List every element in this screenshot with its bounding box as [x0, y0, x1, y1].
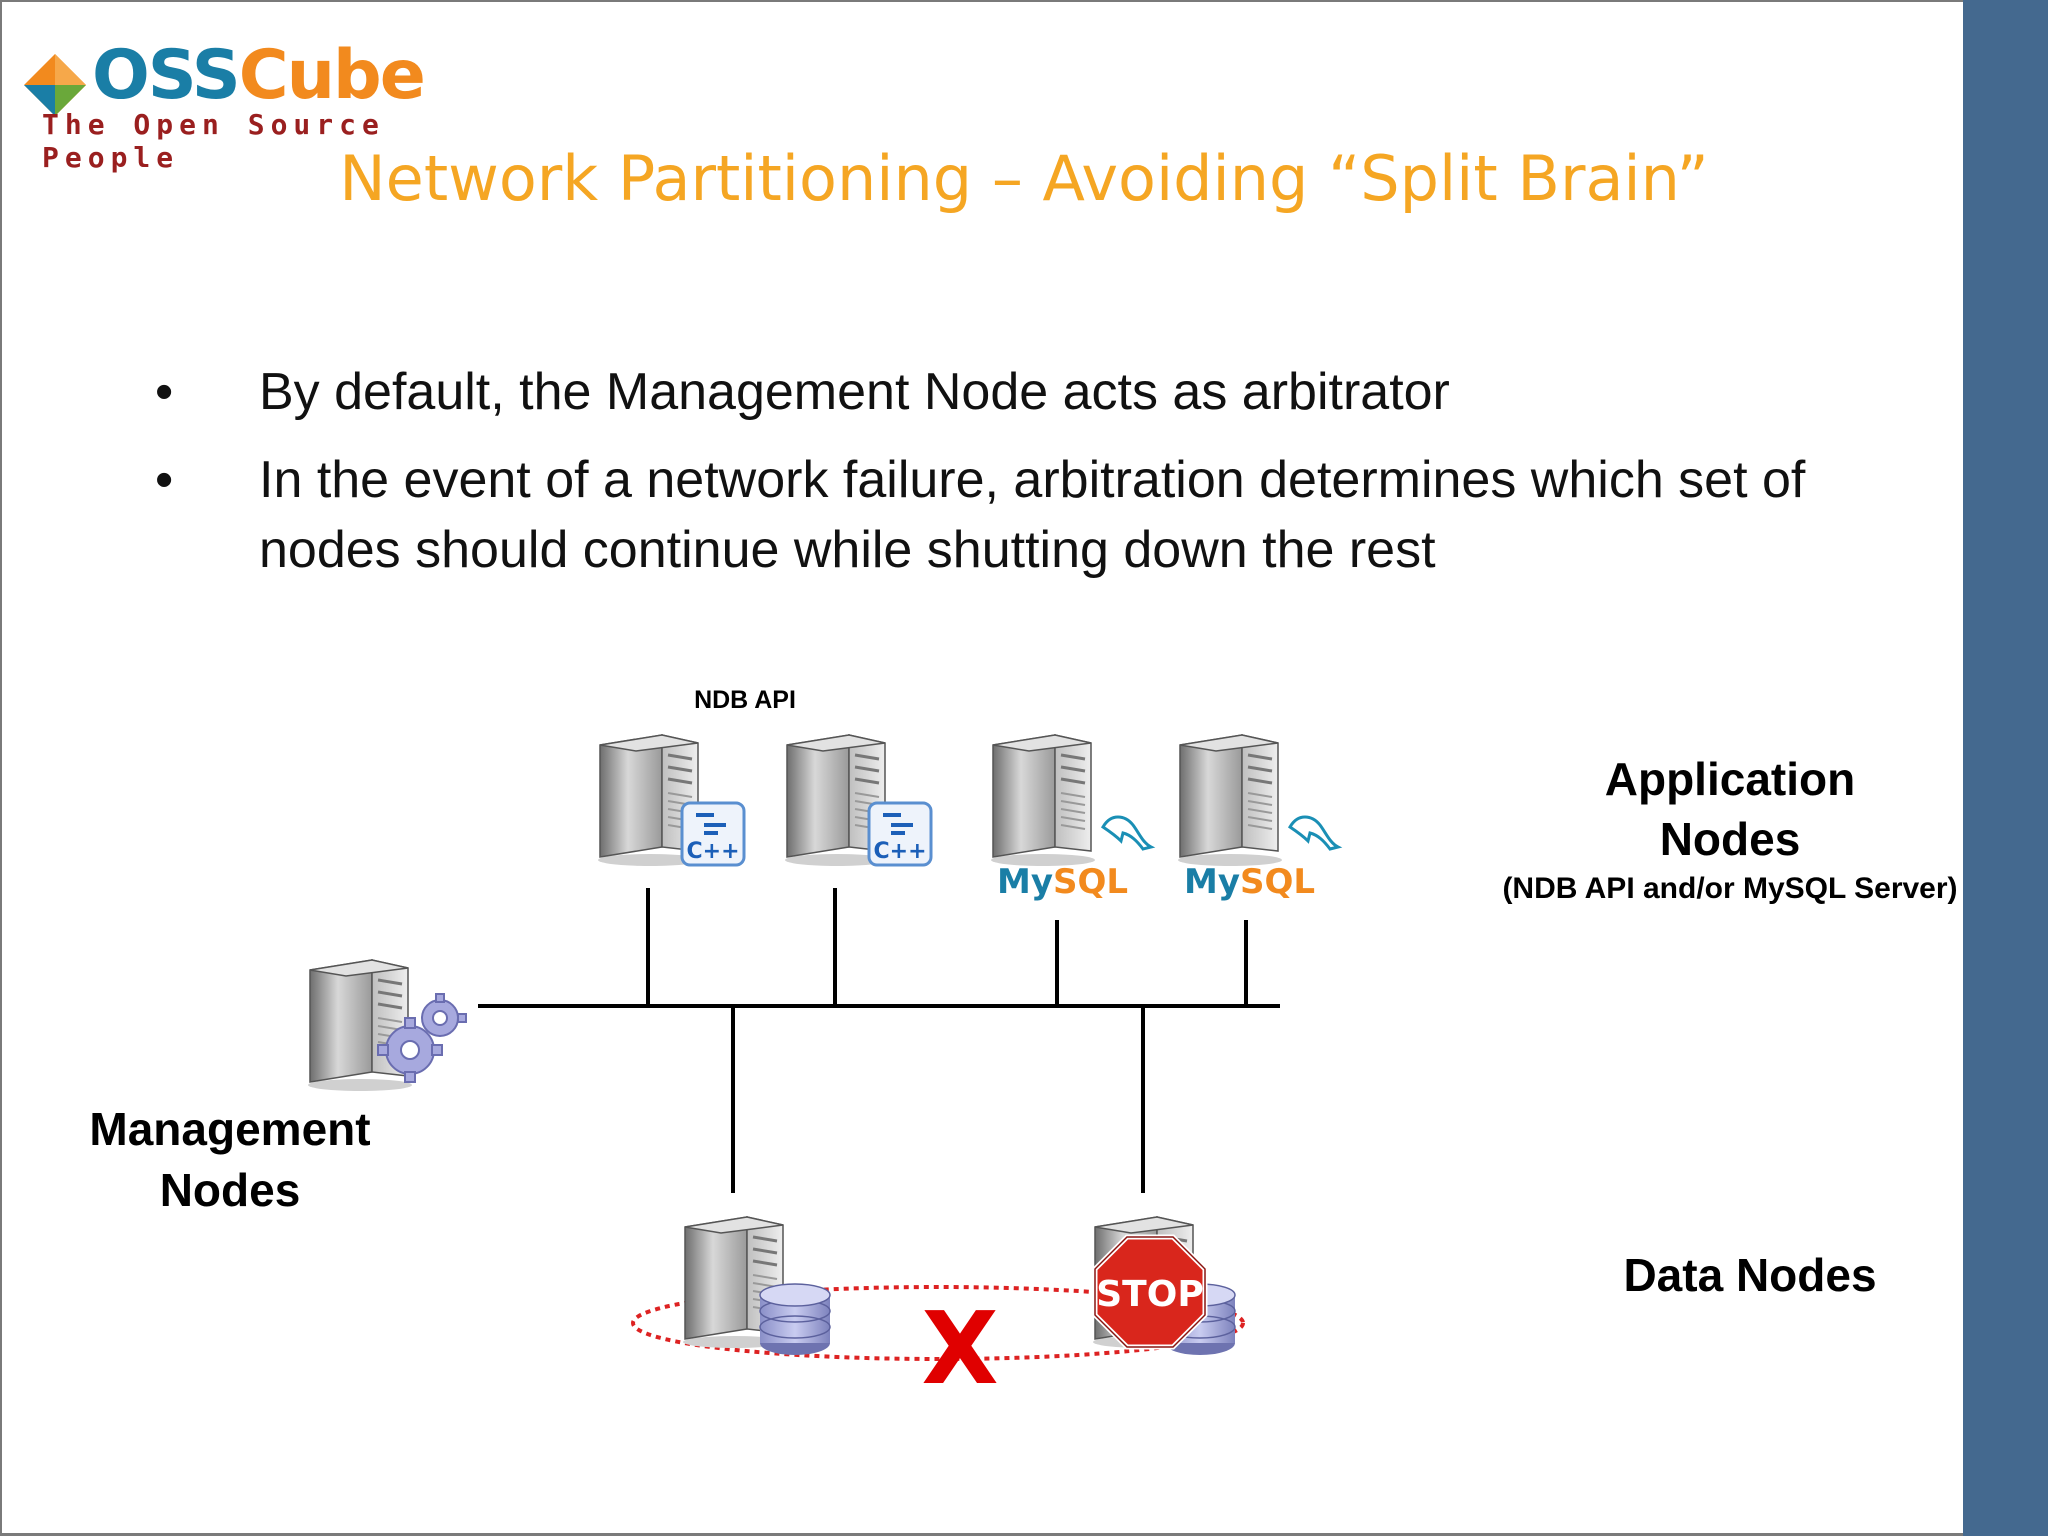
mysql-dolphin-icon [1288, 815, 1343, 851]
logo-wordmark: OSSCube [92, 36, 426, 115]
database-icon [759, 1283, 831, 1356]
management-node [306, 958, 467, 1093]
stop-sign-text: STOP [1096, 1274, 1203, 1315]
logo-tagline: The Open Source People [42, 108, 385, 174]
data-node [681, 1215, 831, 1356]
bullet-marker: • [155, 451, 174, 509]
svg-text:C++: C++ [686, 839, 739, 864]
svg-text:C++: C++ [873, 839, 926, 864]
data-node-ring [631, 1285, 1245, 1361]
app-node-mysql: MySQL [1176, 733, 1343, 902]
cpp-badge-icon: C++ [680, 801, 746, 867]
frame-border [0, 1533, 1963, 1536]
side-band [1963, 0, 2048, 1536]
svg-text:MySQL: MySQL [997, 862, 1128, 902]
svg-text:MySQL: MySQL [1184, 862, 1315, 902]
cpp-badge-icon: C++ [867, 801, 933, 867]
bullet-marker: • [155, 363, 174, 421]
application-nodes-label: Nodes [1659, 813, 1801, 865]
bullet-text: In the event of a network failure, arbit… [259, 451, 1806, 579]
gears-icon [377, 993, 467, 1083]
slide-title: Network Partitioning – Avoiding “Split B… [339, 142, 1709, 215]
bullet-text: By default, the Management Node acts as … [259, 363, 1450, 421]
stop-sign-icon [1092, 1234, 1208, 1350]
app-node-cpp: C++ [783, 733, 933, 868]
management-nodes-label: Nodes [159, 1164, 301, 1216]
ndb-api-label: NDB API [694, 686, 796, 714]
osscube-logo: OSSCube The Open Source People [22, 36, 522, 174]
application-nodes-sublabel: (NDB API and/or MySQL Server) [1502, 872, 1958, 905]
management-nodes-label: Management [89, 1103, 371, 1155]
failure-x-mark: X [921, 1290, 998, 1407]
app-node-mysql: MySQL [989, 733, 1156, 902]
mysql-dolphin-icon [1101, 815, 1156, 851]
frame-border [0, 0, 1963, 2]
application-nodes-label: Application [1604, 753, 1856, 805]
frame-border [0, 0, 2, 1536]
data-nodes-label: Data Nodes [1623, 1249, 1877, 1301]
logo-diamond-icon [24, 54, 86, 116]
app-node-cpp: C++ [596, 733, 746, 868]
data-node-stopped [1091, 1215, 1236, 1356]
